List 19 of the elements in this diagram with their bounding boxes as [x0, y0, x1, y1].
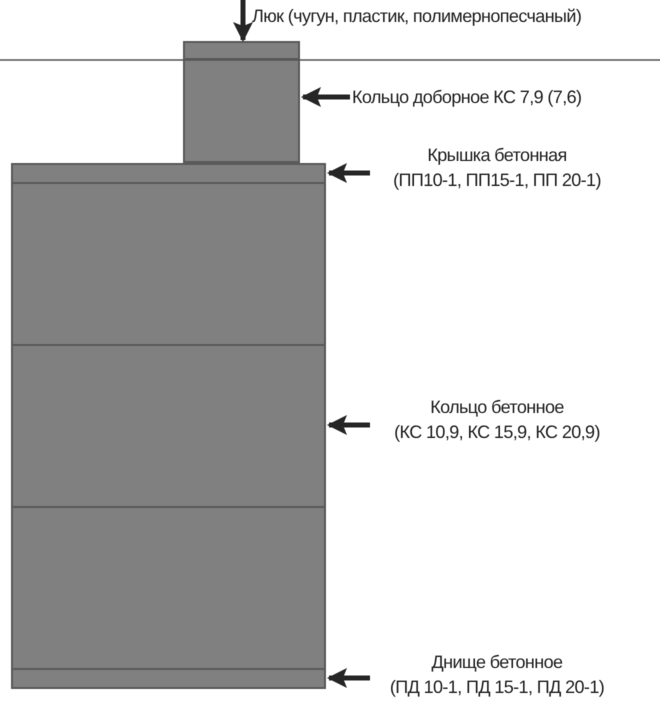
- cover-slab: [11, 163, 326, 184]
- concrete-ring: [11, 344, 326, 508]
- part-label: Люк (чугун, пластик, полимернопесчаный): [252, 4, 660, 29]
- concrete-ring: [11, 506, 326, 670]
- arrow: [327, 163, 370, 183]
- concrete-ring: [11, 182, 326, 346]
- arrow: [327, 415, 370, 435]
- arrow: [327, 668, 370, 688]
- part-label: Днище бетонное: [430, 651, 564, 674]
- part-codes: (КС 10,9, КС 15,9, КС 20,9): [393, 421, 601, 444]
- part-codes: (ПД 10-1, ПД 15-1, ПД 20-1): [388, 676, 606, 699]
- part-label: Крышка бетонная: [426, 144, 568, 167]
- part-label: Кольцо доборное КС 7,9 (7,6): [352, 85, 652, 110]
- part-label: Кольцо бетонное: [429, 396, 565, 419]
- arrow: [301, 87, 350, 107]
- extension-ring: [183, 58, 300, 163]
- bottom-slab: [11, 668, 326, 689]
- arrow: [233, 0, 253, 42]
- part-codes: (ПП10-1, ПП15-1, ПП 20-1): [392, 169, 602, 192]
